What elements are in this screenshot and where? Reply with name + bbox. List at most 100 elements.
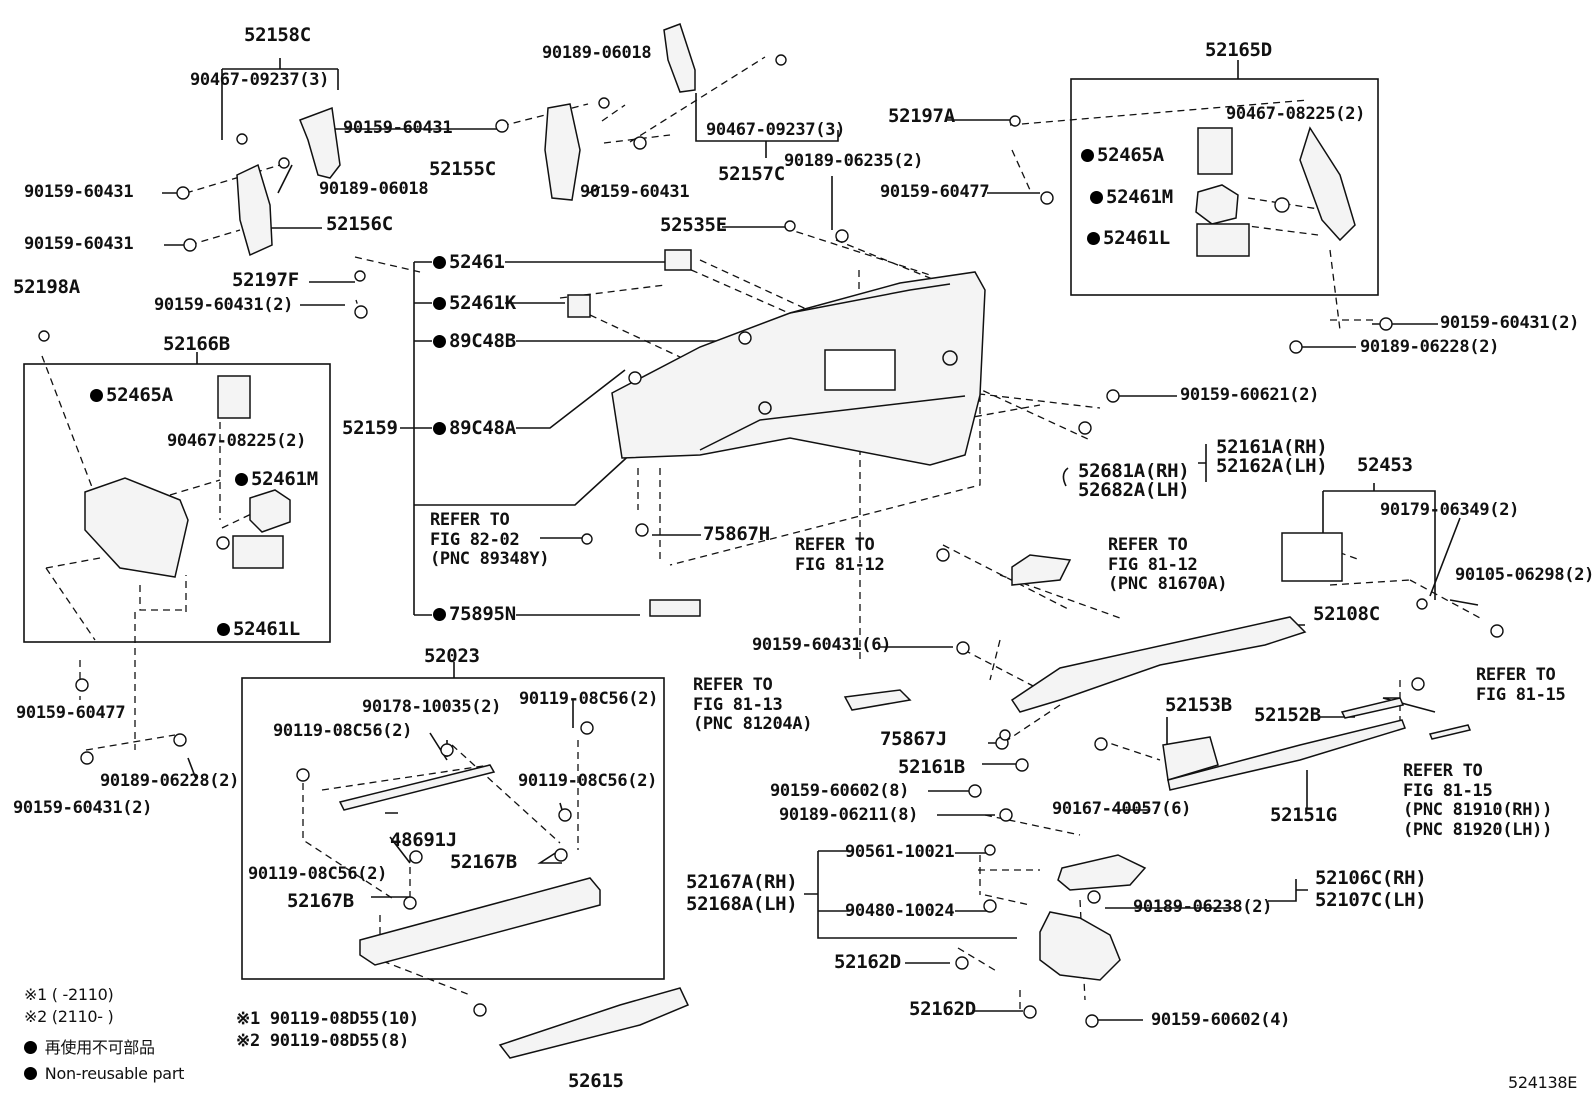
label-89C48B: 89C48B (433, 332, 516, 351)
label-90561-10021: 90561-10021 (845, 842, 955, 862)
spacer-52465A-a (1197, 127, 1233, 175)
non-reusable-dot-icon (235, 473, 248, 486)
label-75867J: 75867J (880, 728, 947, 750)
reinforcement-52023 (359, 877, 601, 966)
undercover-52167A (1039, 911, 1121, 981)
label-52156C: 52156C (326, 213, 393, 235)
label-52461M-a: 52461M (1090, 188, 1173, 207)
label-52161A: 52161A(RH) (1216, 436, 1328, 458)
label-90159-60602-8: 90159-60602(8) (770, 781, 910, 801)
label-90159-60431-2c: 90159-60431(2) (13, 798, 153, 818)
label-52461K: 52461K (433, 294, 516, 313)
non-reusable-dot-icon (433, 256, 446, 269)
label-52152B: 52152B (1254, 704, 1321, 726)
label-52108C: 52108C (1313, 603, 1380, 625)
label-90119-08C56-2a: 90119-08C56(2) (519, 689, 659, 709)
label-90159-60602-4: 90159-60602(4) (1151, 1010, 1291, 1030)
note-2: ※2 (2110- ) (24, 1007, 114, 1026)
rear-corner-piece (84, 477, 189, 578)
label-90159-60431-2b: 90159-60431(2) (1440, 313, 1580, 333)
label-52107C: 52107C(LH) (1315, 889, 1427, 911)
label-90159-60431-b: 90159-60431 (24, 182, 134, 202)
label-90189-06235-2: 90189-06235(2) (784, 151, 924, 171)
non-reusable-dot-icon (24, 1041, 37, 1054)
label-52106C: 52106C(RH) (1315, 867, 1427, 889)
reflector-piece (1299, 126, 1356, 242)
label-90105-06298-2: 90105-06298(2) (1455, 565, 1592, 585)
label-52461M-b: 52461M (235, 470, 318, 489)
label-75895N: 75895N (433, 605, 516, 624)
label-52465A-a: 52465A (1081, 146, 1164, 165)
non-reusable-dot-icon (1081, 149, 1094, 162)
label-90189-06228-2b: 90189-06228(2) (100, 771, 240, 791)
label-90159-60431-2a: 90159-60431(2) (154, 295, 294, 315)
label-52167B-a: 52167B (450, 851, 517, 873)
label-89C48A: 89C48A (433, 419, 516, 438)
label-90159-60621-2: 90159-60621(2) (1180, 385, 1320, 405)
absorber-52108C (1010, 616, 1307, 713)
label-90119-08D55-10: ※1 90119-08D55(10) (236, 1009, 419, 1029)
label-52615: 52615 (568, 1070, 624, 1092)
label-90159-60431-6: 90159-60431(6) (752, 635, 892, 655)
bumper-cover-52159 (611, 271, 986, 466)
label-52197A: 52197A (888, 105, 955, 127)
box-52023 (241, 677, 665, 980)
label-90167-40057-6: 90167-40057(6) (1052, 799, 1192, 819)
label-52465A-b: 52465A (90, 386, 173, 405)
note-1: ※1 ( -2110) (24, 985, 114, 1004)
absorber-52615 (498, 987, 690, 1059)
label-52461L-b: 52461L (217, 620, 300, 639)
label-52168A: 52168A(LH) (686, 893, 798, 915)
bracket-52159 (400, 261, 636, 616)
label-90480-10024: 90480-10024 (845, 901, 955, 921)
label-52197F: 52197F (232, 269, 299, 291)
label-52461: 52461 (433, 253, 505, 272)
label-90119-08D55-8: ※2 90119-08D55(8) (236, 1031, 409, 1051)
label-90119-08C56-2b: 90119-08C56(2) (273, 721, 413, 741)
label-52166B: 52166B (163, 333, 230, 355)
label-90119-08C56-2c: 90119-08C56(2) (518, 771, 658, 791)
label-90189-06211-8: 90189-06211(8) (779, 805, 919, 825)
legend-jp: 再使用不可部品 (24, 1040, 155, 1056)
label-52155C: 52155C (429, 158, 496, 180)
label-90189-06238-2: 90189-06238(2) (1133, 897, 1273, 917)
label-90159-60431-a: 90159-60431 (343, 118, 453, 138)
label-90159-60431-e: 90159-60431 (580, 182, 690, 202)
label-52153B: 52153B (1165, 694, 1232, 716)
non-reusable-dot-icon (433, 297, 446, 310)
diagram-id: 524138E (1508, 1073, 1578, 1092)
label-52162D-a: 52162D (834, 951, 901, 973)
spacer-52461L-a (1196, 223, 1250, 257)
label-75867H: 75867H (703, 523, 770, 545)
label-90189-06228-2a: 90189-06228(2) (1360, 337, 1500, 357)
label-52167B-b: 52167B (287, 890, 354, 912)
label-52151G: 52151G (1270, 804, 1337, 826)
non-reusable-dot-icon (1090, 191, 1103, 204)
non-reusable-dot-icon (217, 623, 230, 636)
license-bracket-52453 (1281, 532, 1343, 582)
label-52535E: 52535E (660, 214, 727, 236)
non-reusable-dot-icon (90, 389, 103, 402)
label-90467-09237-3a: 90467-09237(3) (190, 70, 330, 90)
label-52162A: 52162A(LH) (1216, 455, 1328, 477)
spacer-52465A-b (217, 375, 251, 419)
label-52161B: 52161B (898, 756, 965, 778)
non-reusable-dot-icon (433, 422, 446, 435)
label-52461L-a: 52461L (1087, 229, 1170, 248)
label-52682A: 52682A(LH) (1078, 479, 1190, 501)
label-52162D-b: 52162D (909, 998, 976, 1020)
label-52453: 52453 (1357, 454, 1413, 476)
label-52023: 52023 (424, 645, 480, 667)
label-90467-08225-2b: 90467-08225(2) (167, 431, 307, 451)
label-90189-06018-b: 90189-06018 (542, 43, 652, 63)
non-reusable-dot-icon (1087, 232, 1100, 245)
label-90467-09237-3b: 90467-09237(3) (706, 120, 846, 140)
label-90159-60477-a: 90159-60477 (880, 182, 990, 202)
